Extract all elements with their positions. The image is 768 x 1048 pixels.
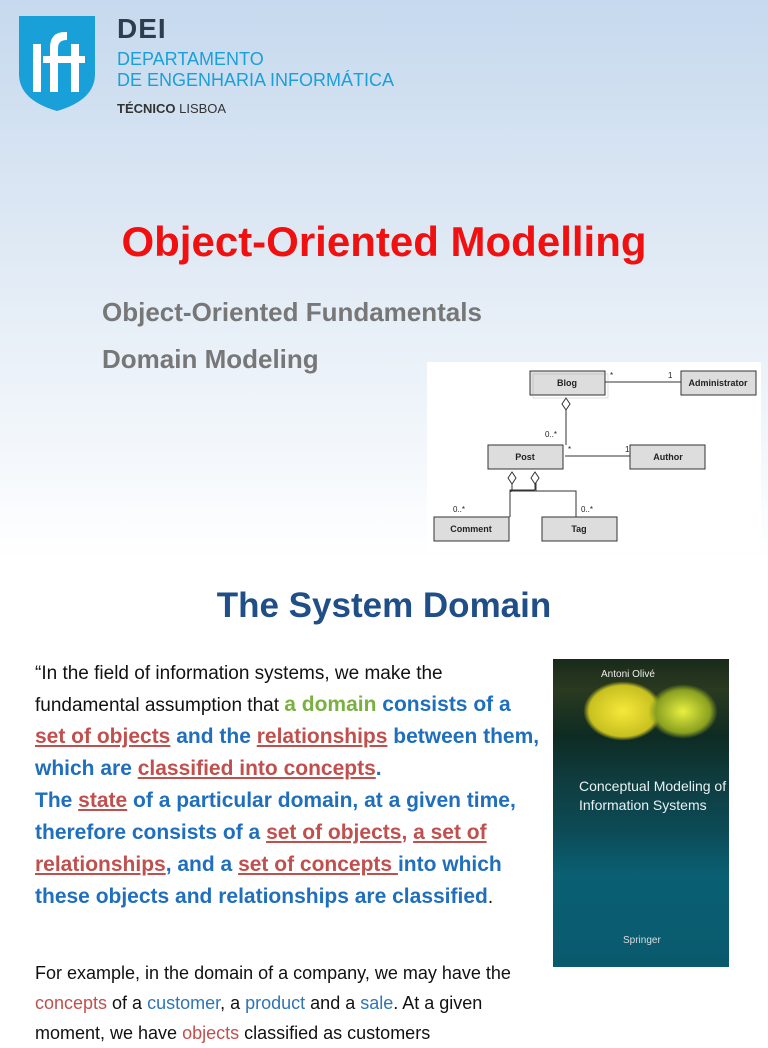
org-short: DEI <box>117 13 167 44</box>
school-name: TÉCNICO LISBOA <box>117 101 226 116</box>
quote-set-of-concepts: set of concepts <box>238 853 398 876</box>
quote-into: into which these objects and relationshi… <box>35 853 502 908</box>
quote-classified-into-concepts: classified into concepts <box>137 757 376 780</box>
quote-a-domain: a domain <box>284 693 377 716</box>
quote-classified: classified <box>392 885 488 908</box>
quote-and-the: and the <box>170 725 257 748</box>
example-product: product <box>245 993 306 1013</box>
quote-relationships: relationships <box>256 725 388 748</box>
quote-dot: . <box>375 757 382 780</box>
example-sale: sale <box>360 993 394 1013</box>
example-customer: customer <box>147 993 221 1013</box>
example-of-a: of a <box>107 993 148 1013</box>
ist-logo <box>19 16 95 111</box>
mult-blog-admin-left: * <box>610 371 613 380</box>
book-cover-image: Antoni Olivé Conceptual Modeling of Info… <box>553 659 729 967</box>
class-post: Post <box>515 452 535 462</box>
example-paragraph: For example, in the domain of a company,… <box>35 958 545 1048</box>
class-administrator: Administrator <box>688 378 748 388</box>
quote-set-of-objects: set of objects <box>35 725 171 748</box>
example-concepts: concepts <box>35 993 108 1013</box>
slide-title-text: Object-Oriented Modelling <box>121 218 647 265</box>
dept-line-1: DEPARTAMENTO <box>117 49 264 69</box>
mult-post-author-right: 1 <box>625 445 630 454</box>
quote-state: state <box>78 789 128 812</box>
mult-blog-admin-right: 1 <box>668 371 673 380</box>
lisboa-label: LISBOA <box>179 101 227 116</box>
mult-post-comment: 0..* <box>453 505 465 514</box>
quote-rest: of a particular domain, at a given time,… <box>35 789 516 844</box>
book-title: Conceptual Modeling of Information Syste… <box>579 778 727 813</box>
mult-post-tag: 0..* <box>581 505 593 514</box>
quote-set-of-relationships: a set of relationships <box>35 821 487 876</box>
quote-text: “In the field of information systems, we… <box>35 663 443 716</box>
quote-set-of-objects-2: set of objects <box>266 821 402 844</box>
example-text-3: classified as customers <box>239 1023 431 1043</box>
quote-dot-2: . <box>487 887 494 908</box>
dept-line-2: DE ENGENHARIA INFORMÁTICA <box>117 70 395 90</box>
quote-and-a: , and a <box>165 853 239 876</box>
book-publisher: Springer <box>623 935 661 946</box>
mult-blog-post: 0..* <box>545 430 557 439</box>
class-tag: Tag <box>571 524 586 534</box>
cover-highlight-2 <box>648 684 718 739</box>
example-objects: objects <box>182 1023 240 1043</box>
system-domain-title: The System Domain <box>216 586 552 625</box>
slide-title: DEI DEPARTAMENTO DE ENGENHARIA INFORMÁTI… <box>0 0 768 560</box>
mult-post-author-left: * <box>568 445 571 454</box>
subtitle-fundamentals: Object-Oriented Fundamentals <box>102 297 482 327</box>
quote-the: The <box>35 789 79 812</box>
class-comment: Comment <box>450 524 492 534</box>
book-author: Antoni Olivé <box>601 669 655 680</box>
quote-between: between them, which are <box>35 725 540 780</box>
quote-comma: , <box>401 821 414 844</box>
domain-quote: “In the field of information systems, we… <box>35 658 545 913</box>
class-author: Author <box>653 452 683 462</box>
uml-class-diagram: Blog Administrator Post Author Comment T… <box>427 362 761 552</box>
example-comma: , a <box>220 993 246 1013</box>
example-text: For example, in the domain of a company,… <box>35 963 511 983</box>
tecnico-label: TÉCNICO <box>117 101 176 116</box>
department-name: DEPARTAMENTO DE ENGENHARIA INFORMÁTICA <box>117 49 394 91</box>
quote-consists: consists of a <box>376 693 511 716</box>
subtitle-domain-modeling: Domain Modeling <box>102 344 319 374</box>
class-blog: Blog <box>557 378 577 388</box>
example-and-a: and a <box>305 993 361 1013</box>
